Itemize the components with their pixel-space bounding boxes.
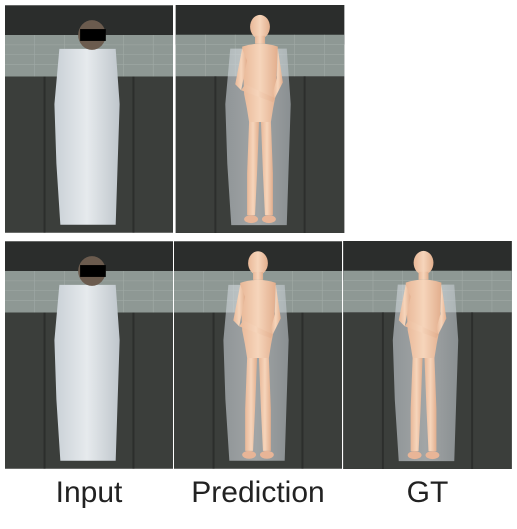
caption-input: Input [55,476,123,509]
ground-truth-overlay [343,241,512,469]
prediction-overlay [174,241,342,469]
face-blur-box [80,29,106,41]
input-photo [5,5,173,233]
input-photo [5,241,173,469]
caption-prediction: Prediction [191,476,325,509]
prediction-overlay [174,5,346,233]
caption-gt: GT [406,476,449,509]
face-blur-box [80,265,106,277]
